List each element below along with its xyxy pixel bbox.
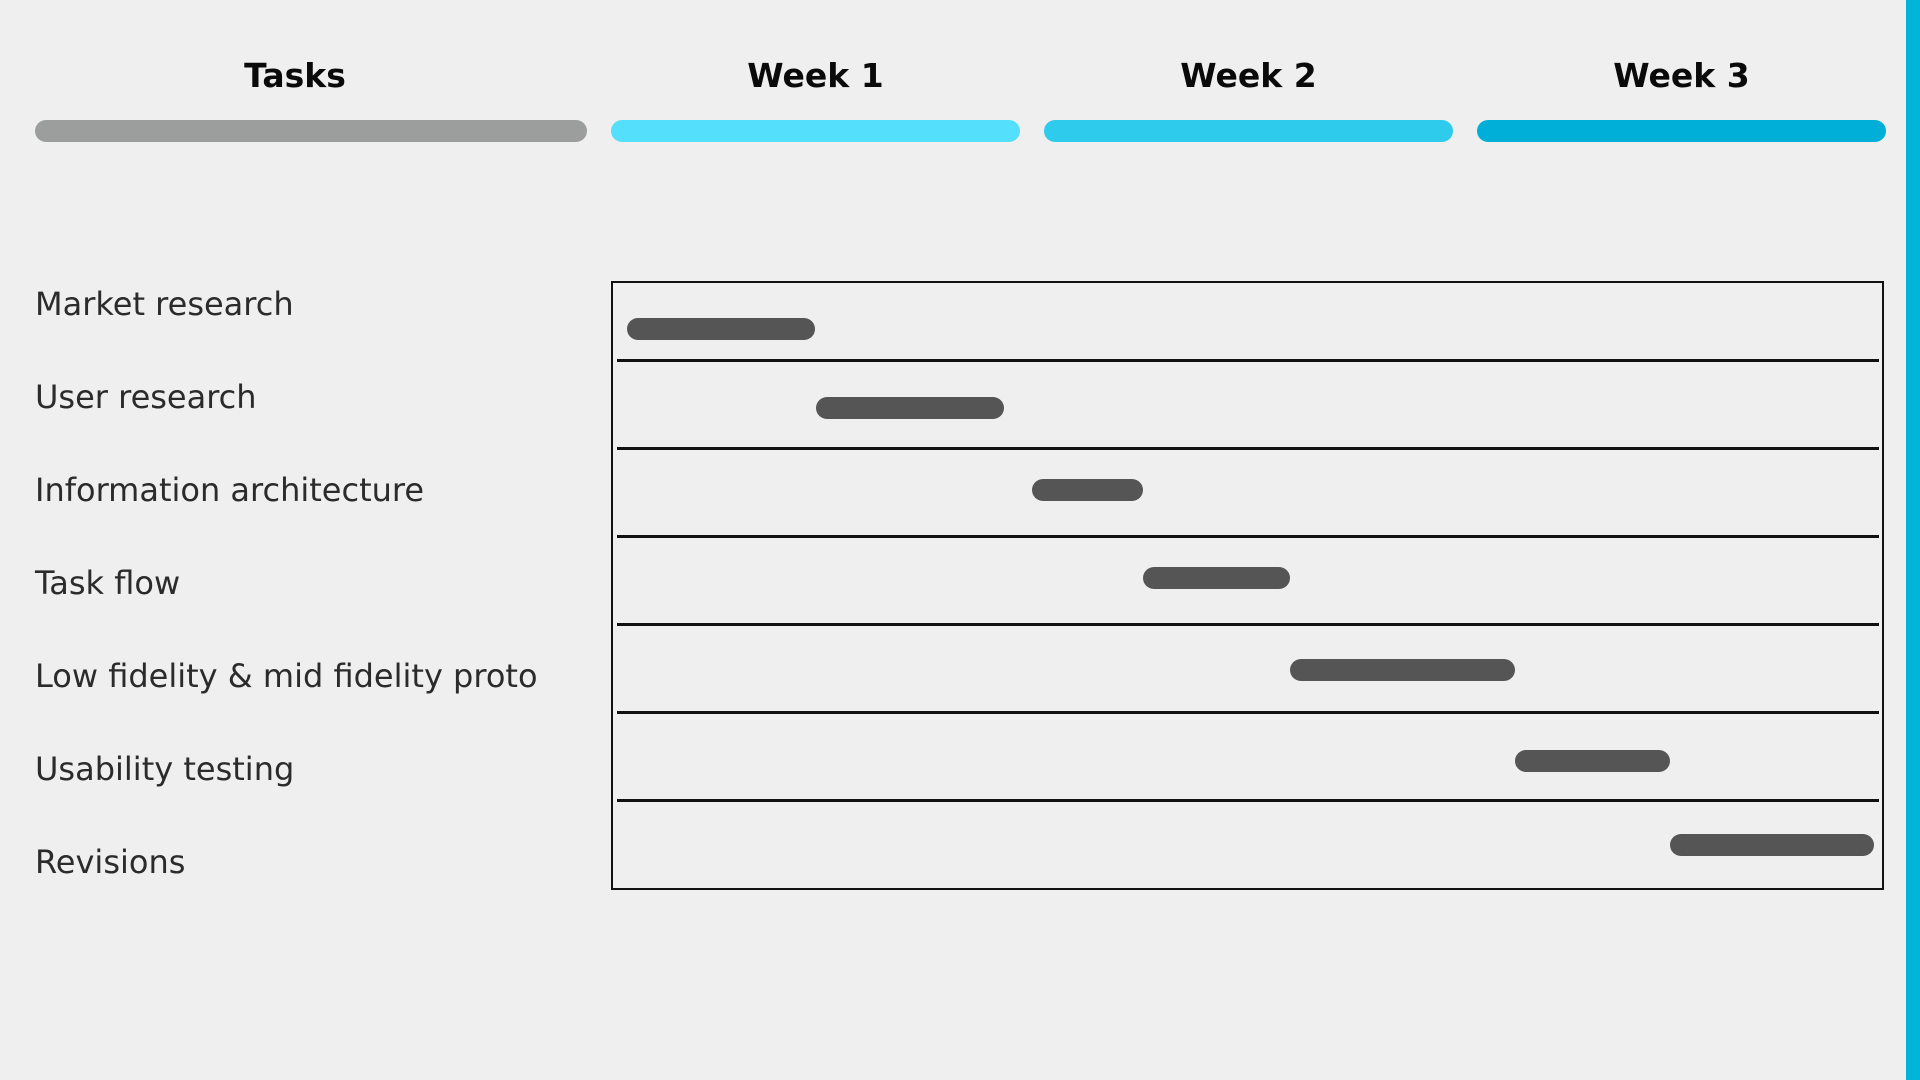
task-bar-4: [1142, 567, 1290, 589]
task-label-task-flow: Task flow: [35, 564, 181, 602]
task-label-market-research: Market research: [35, 285, 294, 323]
week-2-header-bar: [1044, 120, 1453, 142]
tasks-header-bar: [35, 120, 587, 142]
row-divider: [617, 799, 1879, 802]
row-divider: [617, 711, 1879, 714]
week-1-header-bar: [611, 120, 1020, 142]
task-bar-7: [1670, 834, 1874, 856]
task-label-low-mid-fidelity-proto: Low fidelity & mid fidelity proto: [35, 657, 538, 695]
row-divider: [617, 535, 1879, 538]
right-accent-edge: [1906, 0, 1920, 1080]
week-3-header-bar: [1477, 120, 1886, 142]
task-bar-6: [1514, 750, 1671, 772]
row-divider: [617, 623, 1879, 626]
task-label-usability-testing: Usability testing: [35, 750, 295, 788]
task-label-information-architecture: Information architecture: [35, 471, 425, 509]
task-bar-3: [1032, 479, 1143, 501]
tasks-column-header: Tasks: [244, 56, 346, 95]
task-bar-2: [815, 397, 1004, 419]
row-divider: [617, 447, 1879, 450]
task-bar-1: [627, 318, 816, 340]
task-label-revisions: Revisions: [35, 843, 186, 881]
week-2-header: Week 2: [1180, 56, 1317, 95]
row-divider: [617, 359, 1879, 362]
timeline-grid: [611, 281, 1884, 890]
task-label-user-research: User research: [35, 378, 257, 416]
week-3-header: Week 3: [1613, 56, 1750, 95]
week-1-header: Week 1: [747, 56, 884, 95]
task-bar-5: [1289, 659, 1515, 681]
